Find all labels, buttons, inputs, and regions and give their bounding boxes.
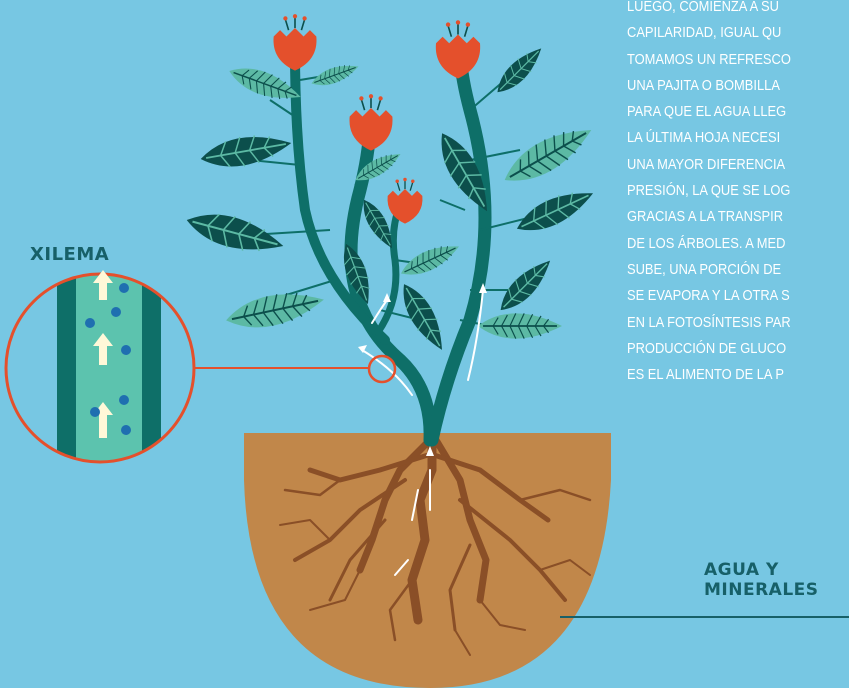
text-line: DE LOS ÁRBOLES. A MED <box>627 231 825 257</box>
text-line: TOMAMOS UN REFRESCO <box>627 47 825 73</box>
text-line: GRACIAS A LA TRANSPIR <box>627 204 825 230</box>
text-line: PRODUCCIÓN DE GLUCO <box>627 336 825 362</box>
text-line: SE EVAPORA Y LA OTRA S <box>627 283 825 309</box>
water-minerals-label-line1: AGUA Y <box>704 560 819 580</box>
stem-highlight-ring <box>369 356 395 382</box>
text-line: LA ÚLTIMA HOJA NECESI <box>627 125 825 151</box>
water-minerals-label: AGUA Y MINERALES <box>704 560 819 600</box>
text-line: UNA PAJITA O BOMBILLA <box>627 73 825 99</box>
text-line: UNA MAYOR DIFERENCIA <box>627 152 825 178</box>
water-minerals-label-line2: MINERALES <box>704 580 819 600</box>
text-line: LUEGO, COMIENZA A SU <box>627 0 825 20</box>
explanatory-text: LUEGO, COMIENZA A SU CAPILARIDAD, IGUAL … <box>627 0 849 388</box>
text-line: PRESIÓN, LA QUE SE LOG <box>627 178 825 204</box>
text-line: PARA QUE EL AGUA LLEG <box>627 99 825 125</box>
xylem-label: XILEMA <box>30 244 109 265</box>
text-line: EN LA FOTOSÍNTESIS PAR <box>627 310 825 336</box>
text-line: CAPILARIDAD, IGUAL QU <box>627 20 825 46</box>
text-line: ES EL ALIMENTO DE LA P <box>627 362 825 388</box>
text-line: SUBE, UNA PORCIÓN DE <box>627 257 825 283</box>
